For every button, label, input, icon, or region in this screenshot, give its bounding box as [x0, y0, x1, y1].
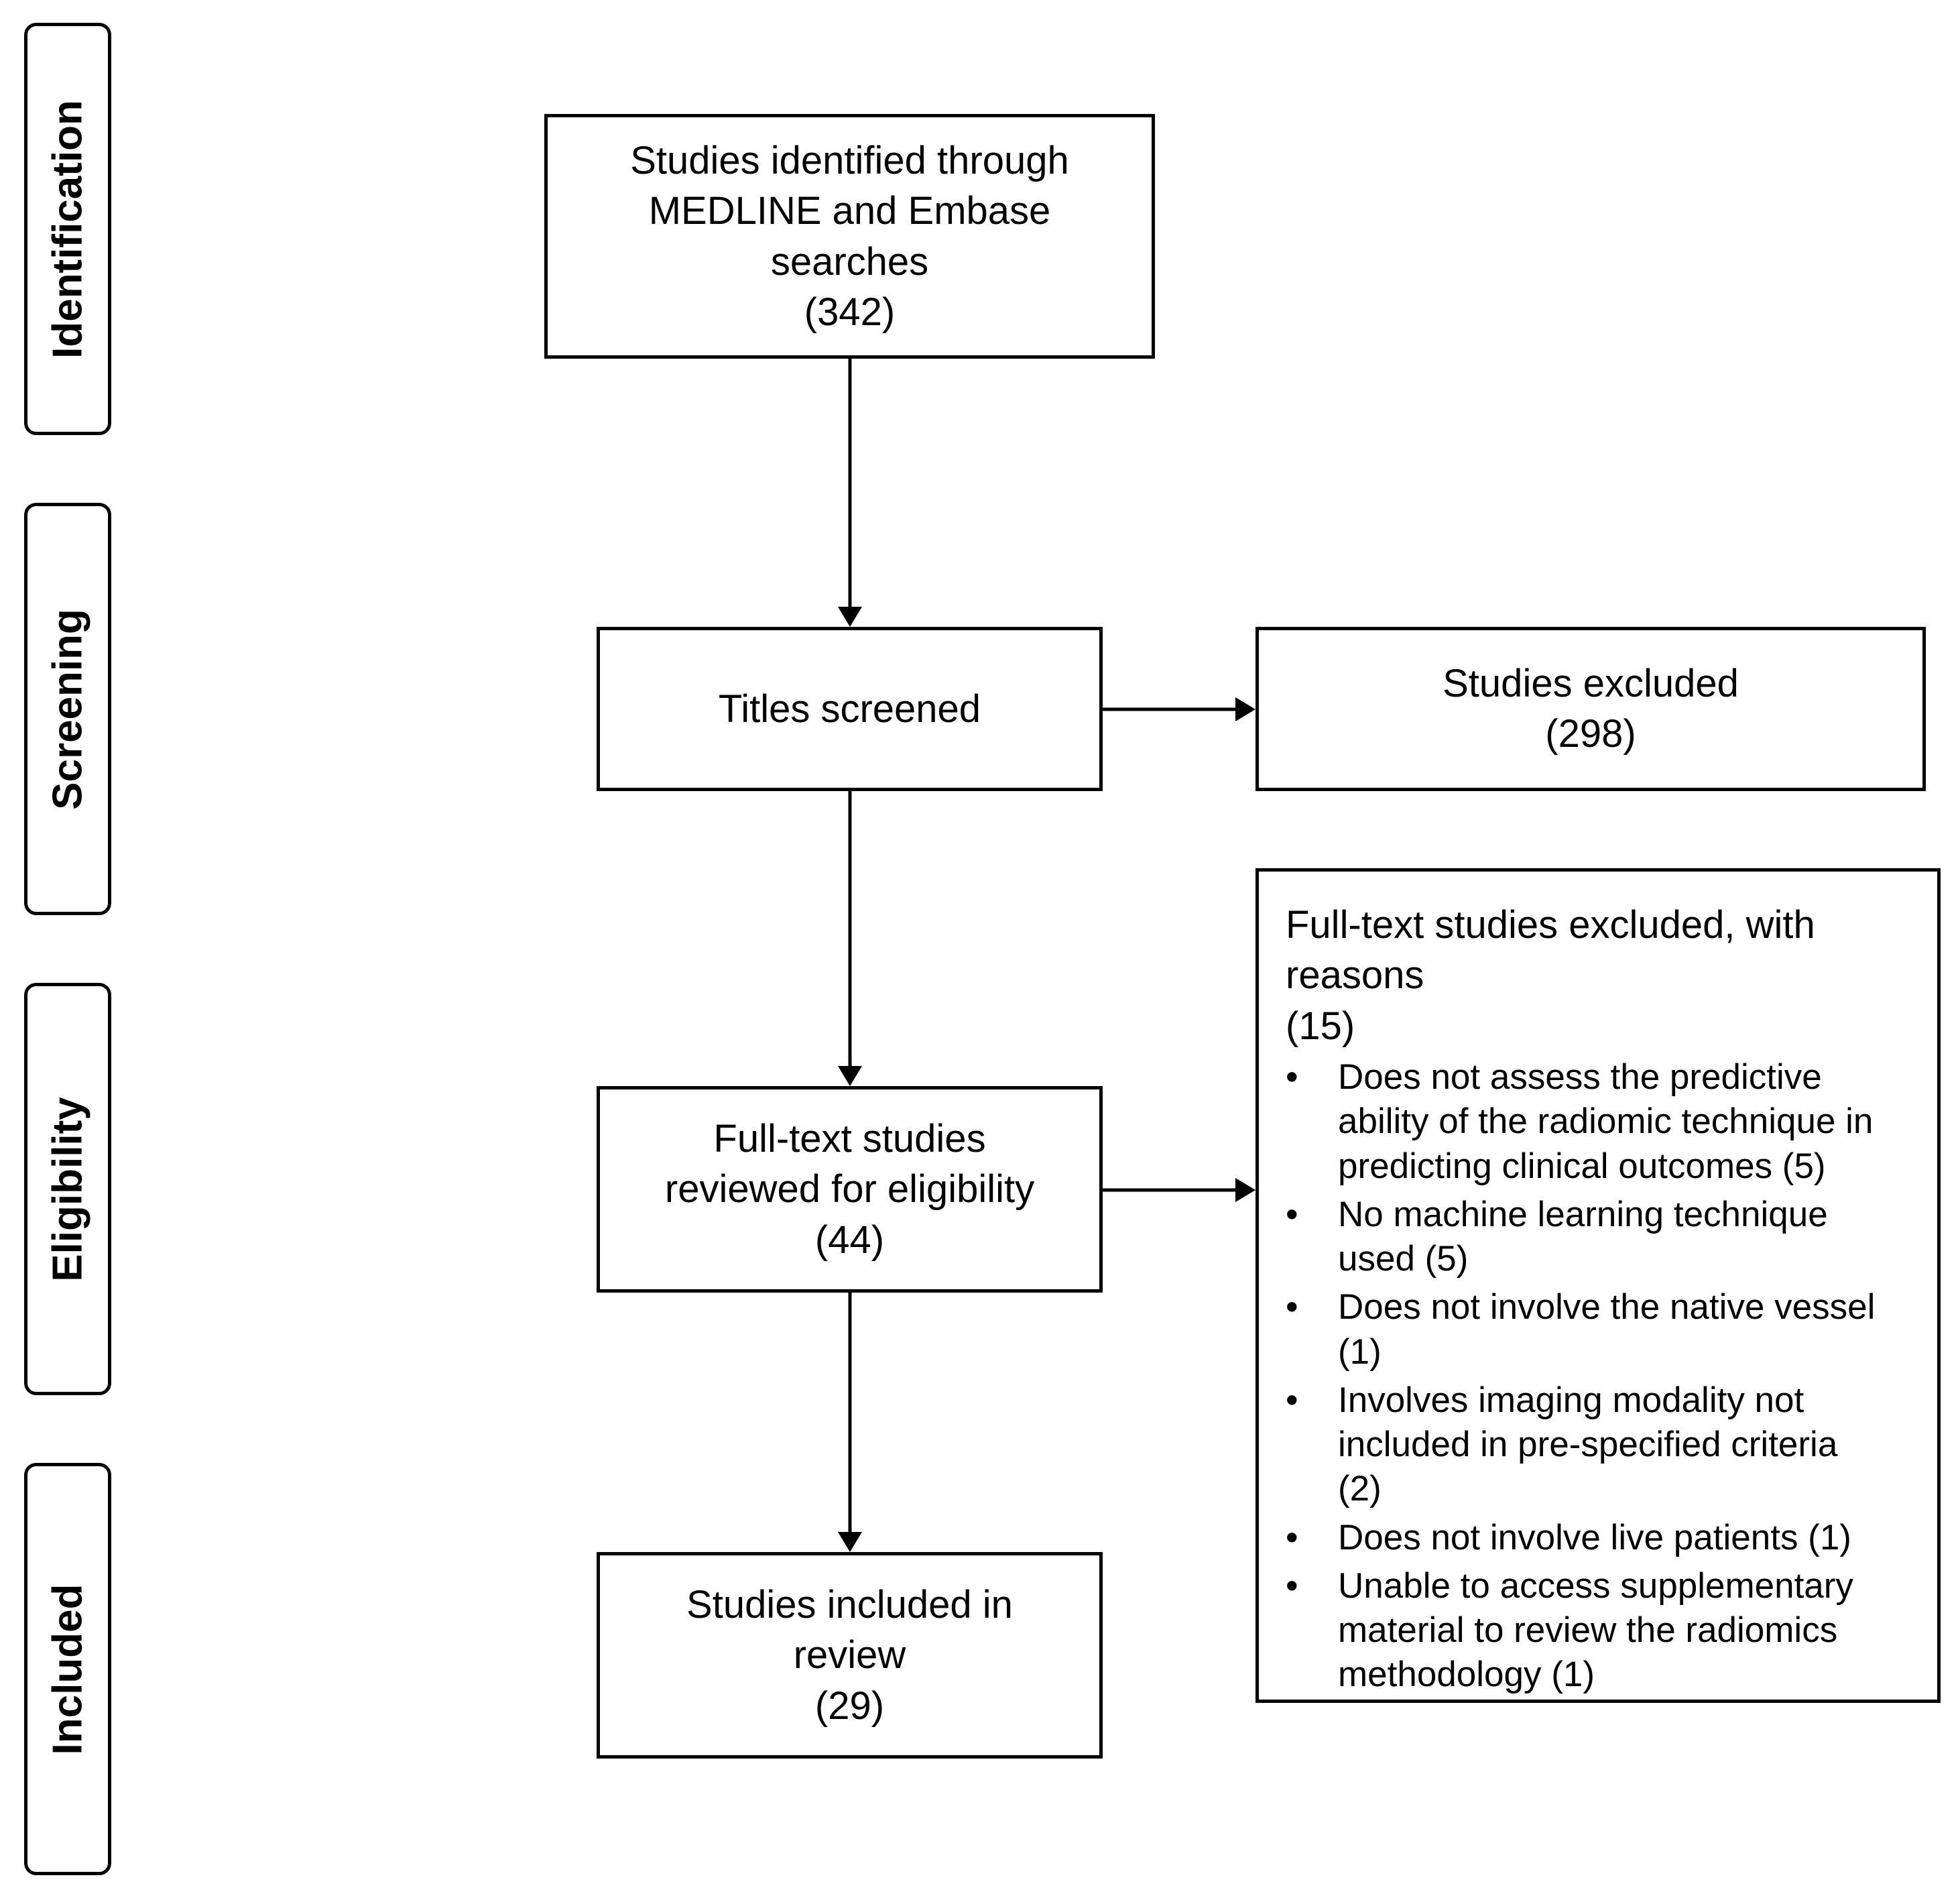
exclusion-reason: • Involves imaging modality not included… — [1286, 1378, 1910, 1512]
exclusion-reason: • Does not involve the native vessel (1) — [1286, 1285, 1910, 1374]
reason-line: Unable to access supplementary — [1338, 1565, 1853, 1606]
reason-line: (1) — [1338, 1331, 1382, 1372]
bullet-icon: • — [1286, 1565, 1298, 1606]
reason-line: predicting clinical outcomes (5) — [1338, 1146, 1826, 1186]
identified-count: (342) — [804, 290, 896, 334]
excluded-count: (298) — [1545, 712, 1636, 756]
exclusion-reasons-list: • Does not assess the predictive ability… — [1286, 1055, 1910, 1698]
reason-line: Does not involve live patients (1) — [1338, 1517, 1851, 1557]
reason-line: (2) — [1338, 1469, 1382, 1509]
fulltext-line-2: reviewed for eligibility — [664, 1167, 1035, 1211]
reason-line: Involves imaging modality not — [1338, 1380, 1804, 1420]
fulltext-excluded-heading-1: Full-text studies excluded, with — [1286, 903, 1815, 947]
reason-line: methodology (1) — [1338, 1655, 1595, 1695]
arrowhead-fulltext — [838, 1066, 862, 1086]
stage-screening: Screening — [24, 503, 111, 915]
screened-box: Titles screened — [597, 627, 1103, 791]
included-count: (29) — [814, 1683, 885, 1728]
fulltext-line-1: Full-text studies — [713, 1116, 986, 1161]
bullet-icon: • — [1286, 1380, 1298, 1420]
reason-line: used (5) — [1338, 1239, 1469, 1279]
stage-eligibility: Eligibility — [24, 983, 111, 1395]
exclusion-reason: • Does not involve live patients (1) — [1286, 1516, 1910, 1560]
identified-line-2: MEDLINE and Embase — [648, 189, 1051, 233]
fulltext-count: (44) — [814, 1218, 885, 1262]
screened-label: Titles screened — [718, 687, 981, 731]
arrowhead-included — [838, 1532, 862, 1552]
reason-line: Does not assess the predictive — [1338, 1057, 1822, 1098]
included-line-1: Studies included in — [686, 1582, 1013, 1626]
fulltext-excluded-count: (15) — [1286, 1004, 1355, 1048]
arrowhead-excluded — [1235, 697, 1255, 721]
identified-line-1: Studies identified through — [630, 138, 1069, 182]
reason-line: ability of the radiomic technique in — [1338, 1102, 1874, 1142]
reason-line: Does not involve the native vessel — [1338, 1287, 1876, 1327]
bullet-icon: • — [1286, 1057, 1298, 1098]
reason-line: No machine learning technique — [1338, 1194, 1828, 1234]
identified-box: Studies identified through MEDLINE and E… — [544, 114, 1155, 359]
fulltext-excluded-box: Full-text studies excluded, with reasons… — [1255, 868, 1941, 1703]
arrowhead-screened — [838, 607, 862, 627]
included-line-2: review — [793, 1633, 906, 1677]
exclusion-reason: • No machine learning technique used (5) — [1286, 1193, 1910, 1282]
bullet-icon: • — [1286, 1517, 1298, 1557]
included-box: Studies included in review (29) — [597, 1552, 1103, 1759]
arrowhead-exclusions — [1235, 1178, 1255, 1202]
exclusion-reason: • Does not assess the predictive ability… — [1286, 1055, 1910, 1189]
excluded-label: Studies excluded — [1443, 662, 1739, 705]
stage-included: Included — [24, 1463, 111, 1875]
bullet-icon: • — [1286, 1194, 1298, 1234]
excluded-box: Studies excluded (298) — [1255, 627, 1926, 791]
fulltext-box: Full-text studies reviewed for eligibili… — [597, 1086, 1103, 1293]
exclusion-reason: • Unable to access supplementary materia… — [1286, 1564, 1910, 1698]
bullet-icon: • — [1286, 1287, 1298, 1327]
fulltext-excluded-heading-2: reasons — [1286, 953, 1424, 998]
stage-identification: Identification — [24, 23, 111, 435]
reason-line: material to review the radiomics — [1338, 1610, 1838, 1651]
reason-line: included in pre-specified criteria — [1338, 1425, 1838, 1465]
identified-line-3: searches — [770, 239, 929, 284]
